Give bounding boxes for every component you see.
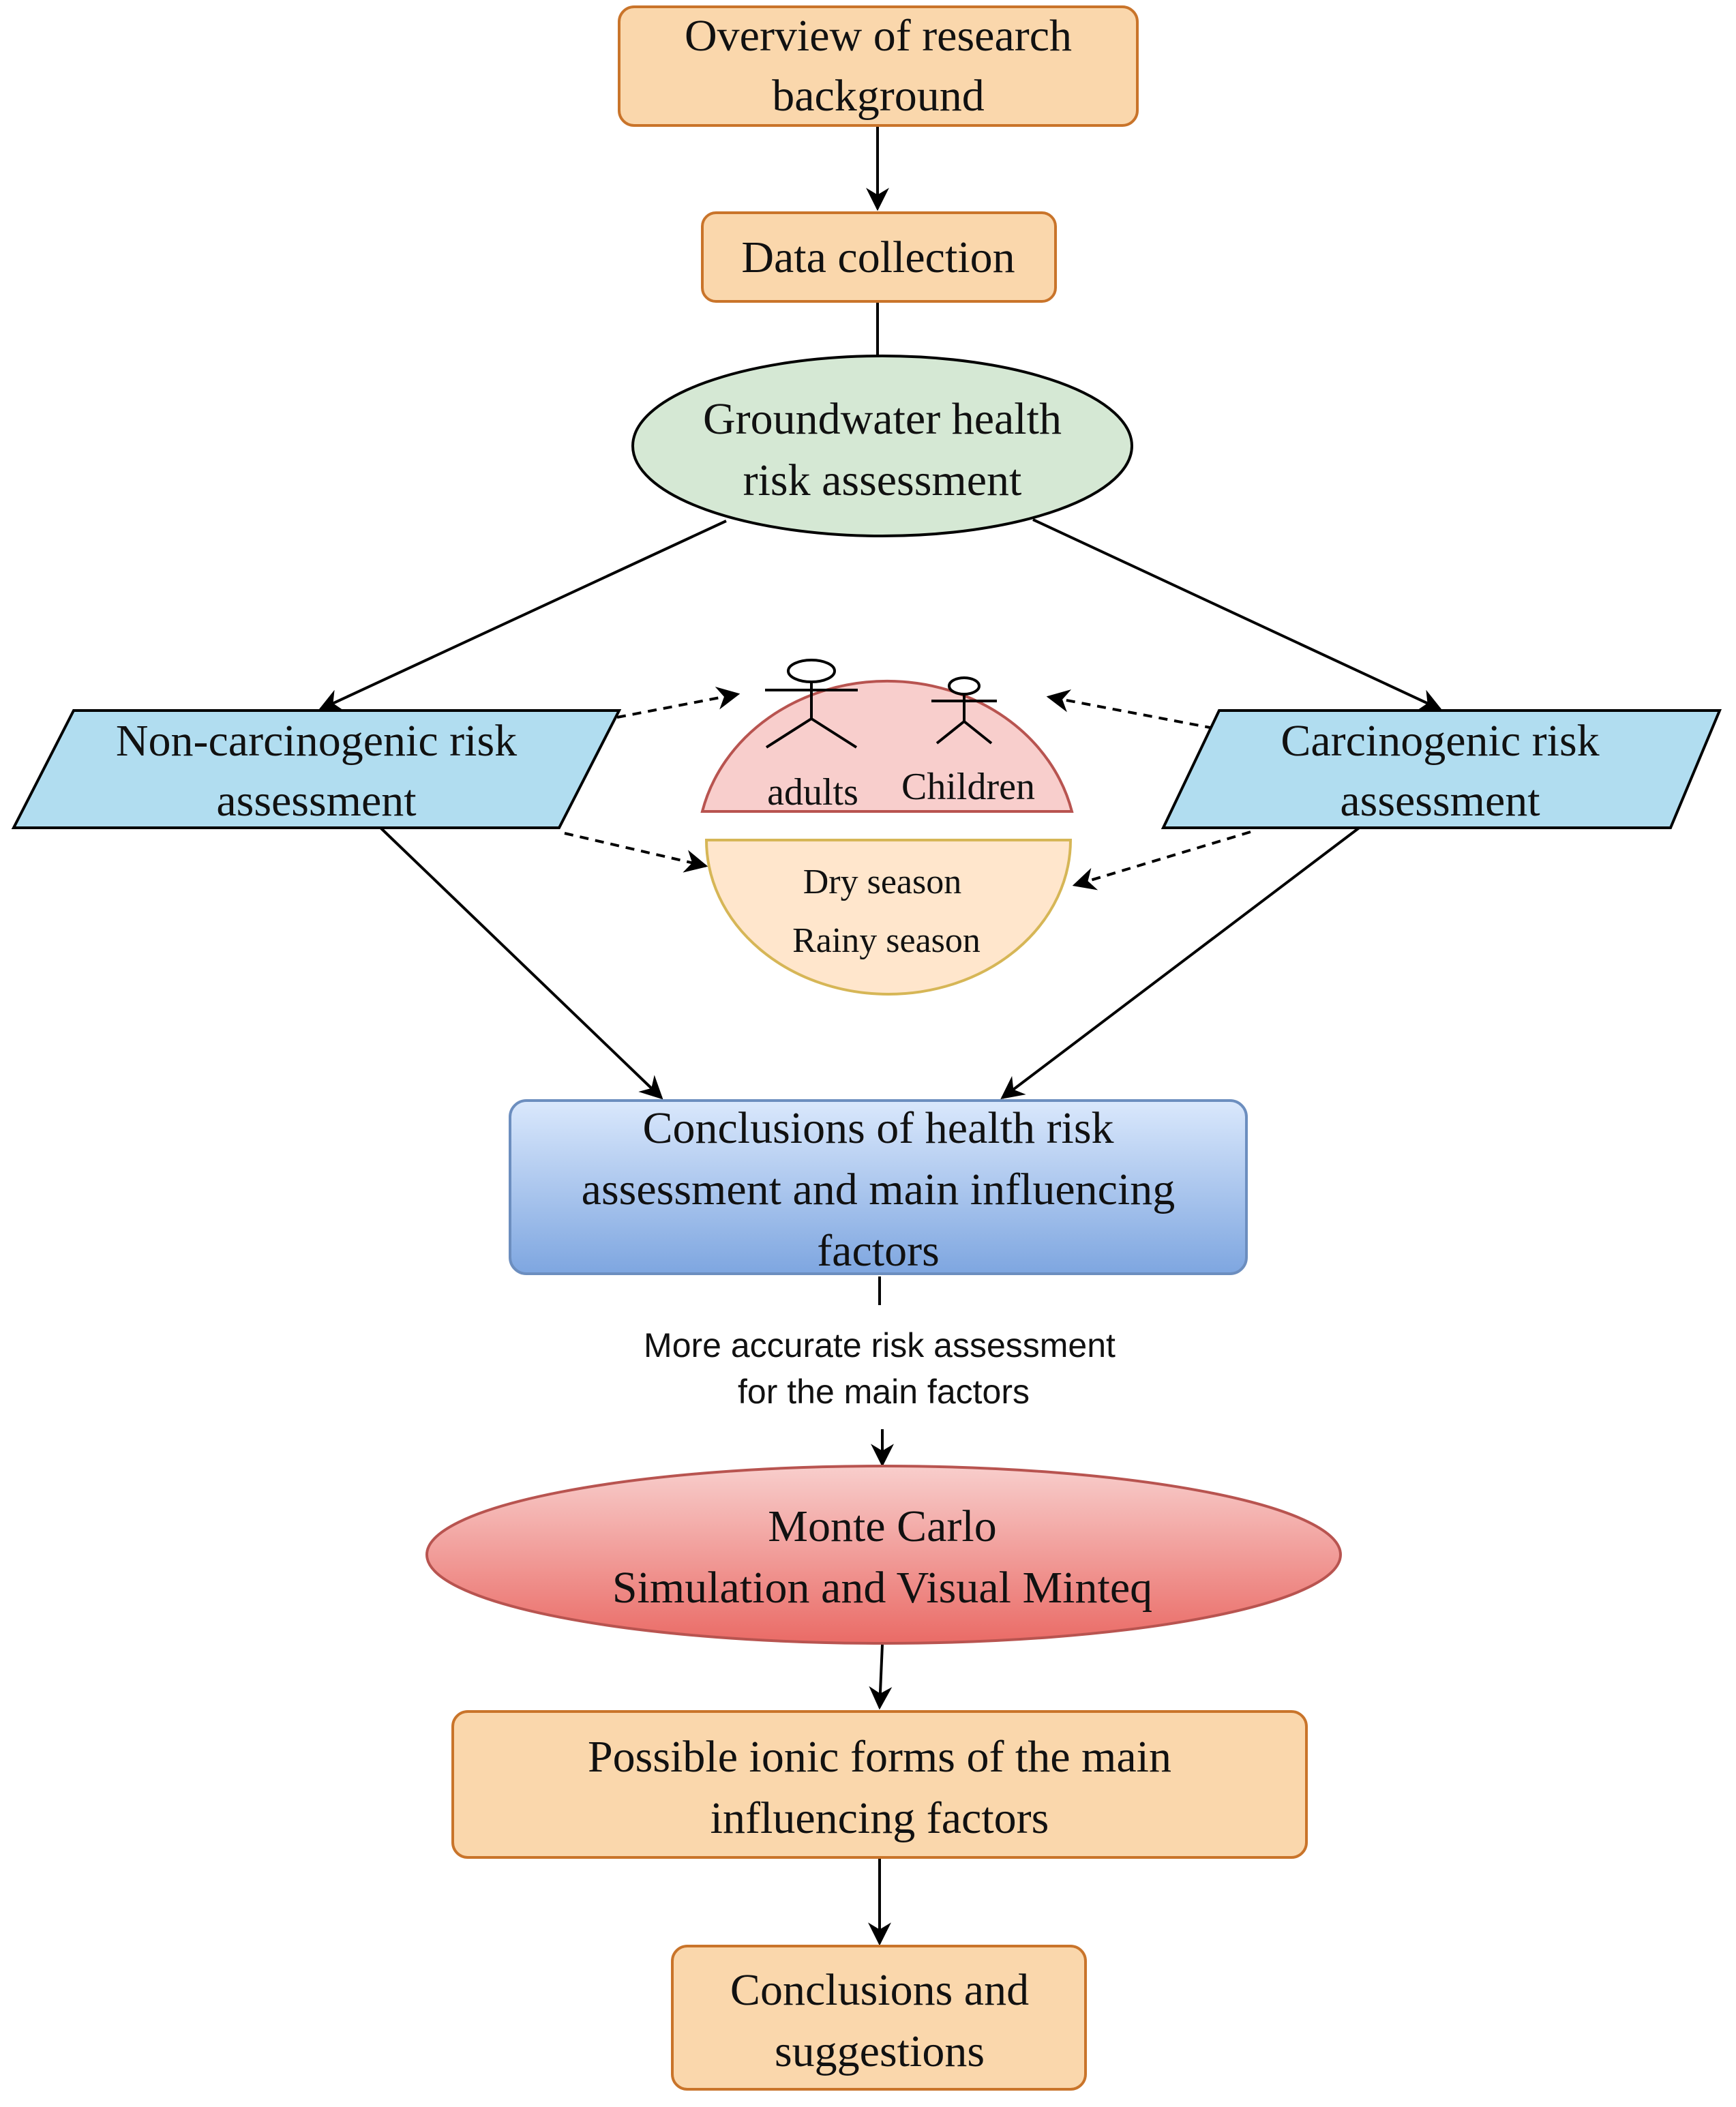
non-carcinogenic-line-2: assessment: [216, 776, 416, 826]
dry-season-label: Dry season: [803, 863, 962, 901]
adults-label: adults: [767, 771, 858, 813]
edge-label-line-1: More accurate risk assessment: [644, 1326, 1116, 1364]
conclusions-suggestions-line-2: suggestions: [775, 2027, 985, 2076]
ionic-forms-line-1: Possible ionic forms of the main: [588, 1732, 1171, 1782]
carcinogenic-line-2: assessment: [1340, 776, 1540, 826]
node-groundwater: Groundwater health risk assessment: [631, 355, 1133, 537]
node-data-collection: Data collection: [701, 211, 1057, 303]
node-conclusions-health: Conclusions of health risk assessment an…: [509, 1099, 1248, 1276]
node-monte-carlo: Monte Carlo Simulation and Visual Minteq: [425, 1465, 1342, 1645]
conclusions-health-line-3: factors: [817, 1226, 940, 1276]
dashed-noncarc-to-population: [616, 687, 740, 719]
node-season: Dry season Rainy season: [704, 839, 1073, 996]
rainy-season-label: Rainy season: [792, 921, 981, 960]
node-non-carcinogenic: Non-carcinogenic risk assessment: [11, 709, 622, 829]
node-population: adults Children: [700, 659, 1074, 813]
child-person-icon: [931, 676, 997, 745]
overview-line-2: background: [772, 71, 985, 121]
edge-groundwater-to-noncarc: [318, 520, 727, 711]
conclusions-health-line-2: assessment and main influencing: [582, 1165, 1176, 1214]
node-overview: Overview of research background: [618, 5, 1139, 127]
monte-carlo-line-2: Simulation and Visual Minteq: [612, 1563, 1152, 1613]
groundwater-line-1: Groundwater health: [703, 394, 1062, 444]
edge-noncarc-to-conclusions: [378, 825, 663, 1100]
edge-carc-to-conclusions: [1000, 825, 1362, 1100]
carcinogenic-line-1: Carcinogenic risk: [1281, 716, 1599, 766]
node-conclusions-suggestions: Conclusions and suggestions: [671, 1945, 1087, 2091]
dashed-edges: [564, 687, 1251, 891]
adult-person-icon: [765, 659, 858, 749]
overview-line-1: Overview of research: [685, 11, 1072, 61]
node-ionic-forms: Possible ionic forms of the main influen…: [451, 1710, 1308, 1859]
dashed-noncarc-to-season: [564, 832, 708, 873]
edge-groundwater-to-carc: [1032, 518, 1443, 711]
conclusions-health-line-1: Conclusions of health risk: [642, 1103, 1113, 1153]
edge-montecarlo-to-ionic: [869, 1644, 893, 1710]
non-carcinogenic-line-1: Non-carcinogenic risk: [116, 716, 517, 766]
edge-label-line-2: for the main factors: [738, 1373, 1030, 1411]
ionic-forms-line-2: influencing factors: [710, 1793, 1049, 1843]
node-carcinogenic: Carcinogenic risk assessment: [1161, 709, 1722, 829]
dashed-carc-to-season: [1072, 831, 1251, 891]
edge-label-more-accurate: More accurate risk assessment for the ma…: [644, 1326, 1116, 1411]
edges: [318, 127, 1443, 1946]
children-label: Children: [901, 766, 1035, 808]
groundwater-line-2: risk assessment: [743, 455, 1022, 505]
dashed-carc-to-population: [1046, 689, 1214, 730]
monte-carlo-line-1: Monte Carlo: [768, 1501, 996, 1551]
conclusions-suggestions-line-1: Conclusions and: [730, 1965, 1029, 2015]
data-collection-label: Data collection: [741, 233, 1015, 282]
